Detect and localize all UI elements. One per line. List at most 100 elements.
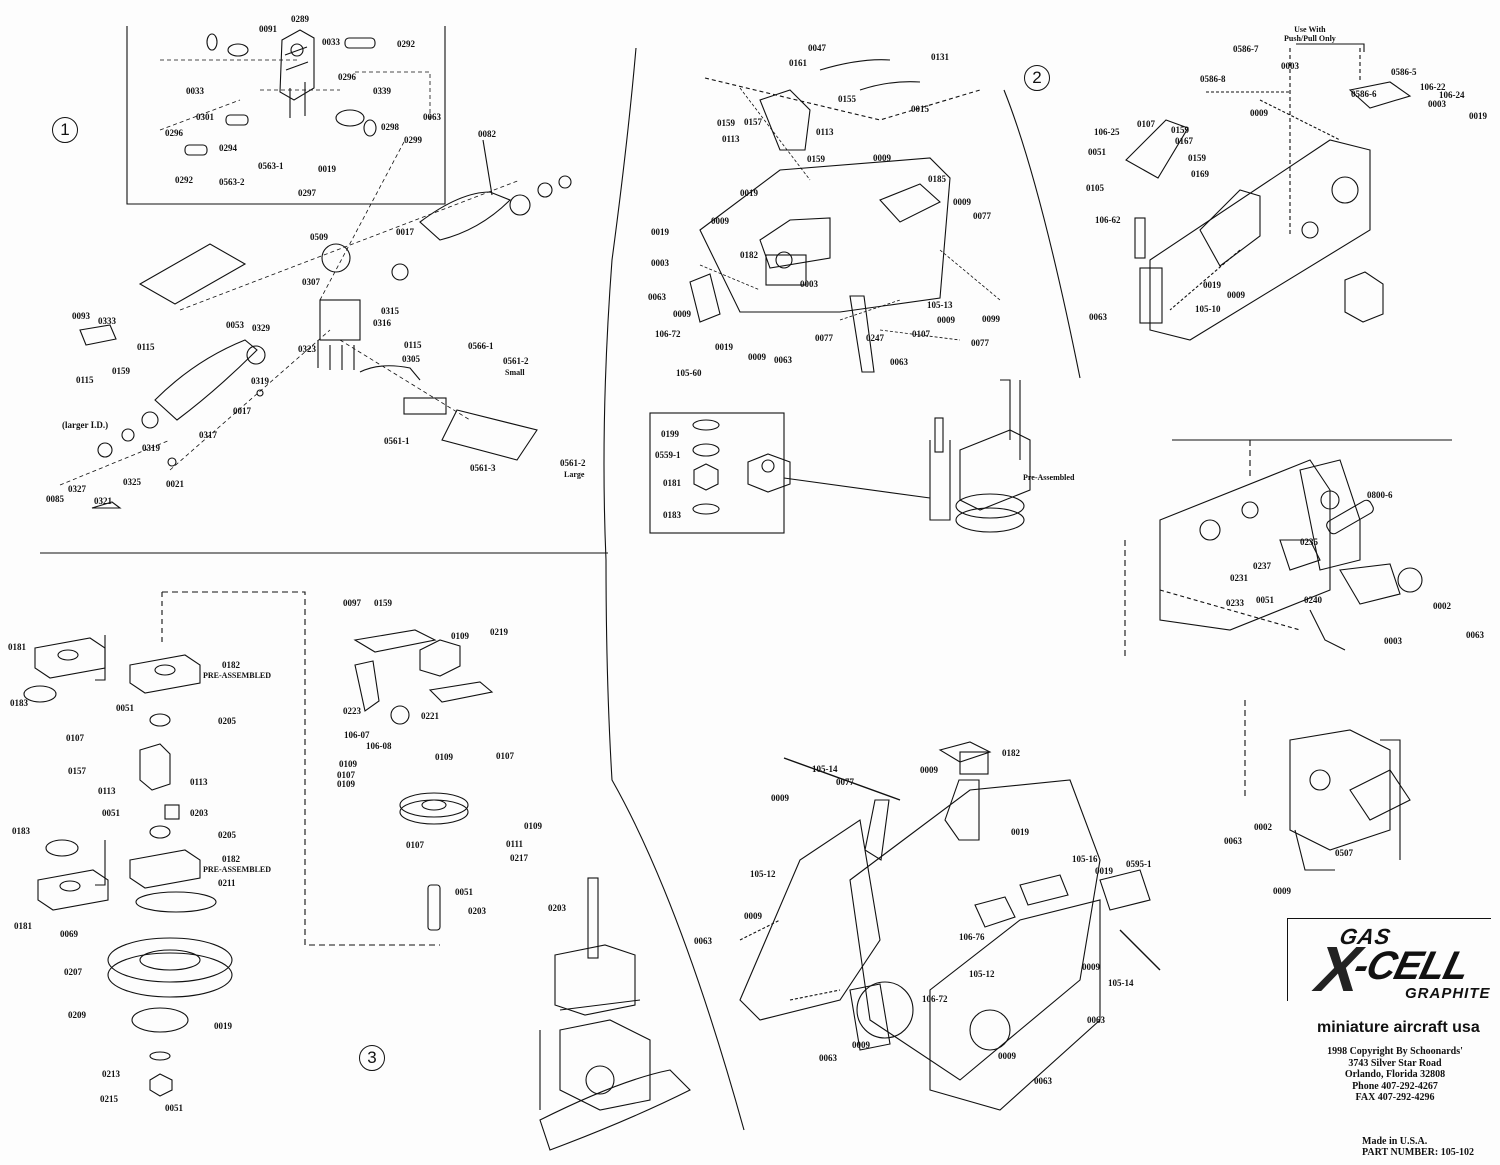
part-label: 0113 — [722, 134, 740, 144]
swashplate-assembly — [353, 629, 494, 931]
part-label: 0292 — [397, 39, 415, 49]
section-divider — [1003, 89, 1081, 379]
part-label: 0021 — [166, 479, 184, 489]
part-label: 0561-1 — [384, 436, 410, 446]
part-label: 0159 — [374, 598, 392, 608]
part-label: 0063 — [423, 112, 441, 122]
part-label: 0113 — [190, 777, 208, 787]
part-label: 0115 — [404, 340, 422, 350]
part-label: 0009 — [873, 153, 891, 163]
part-label: 0231 — [1230, 573, 1248, 583]
part-label: 0019 — [740, 188, 758, 198]
part-label: 0294 — [219, 143, 237, 153]
part-label: 0240 — [1304, 595, 1322, 605]
bearing-block-inset — [692, 419, 931, 515]
main-gear — [107, 937, 233, 983]
part-label: 0203 — [468, 906, 486, 916]
part-label: 0091 — [259, 24, 277, 34]
part-label: 0009 — [744, 911, 762, 921]
blade-grip — [419, 191, 511, 241]
part-label: 105-14 — [812, 764, 838, 774]
part-label: 0586-5 — [1391, 67, 1417, 77]
part-label: 0181 — [8, 642, 26, 652]
throttle-frame-assembly — [1124, 440, 1423, 800]
logo-cell: -CELL — [1349, 944, 1474, 988]
paddle — [138, 243, 247, 305]
part-label: 0063 — [1466, 630, 1484, 640]
part-label: 0507 — [1335, 848, 1353, 858]
part-label: 0319 — [251, 376, 269, 386]
part-label: 0003 — [1428, 99, 1446, 109]
part-label: 0009 — [1250, 108, 1268, 118]
part-label: 0289 — [291, 14, 309, 24]
part-label: 0017 — [396, 227, 414, 237]
part-label: 0159 — [1171, 125, 1189, 135]
phone-line: Phone 407-292-4267 — [1352, 1080, 1438, 1092]
part-label: 0109 — [339, 759, 357, 769]
part-label: 0595-1 — [1126, 859, 1152, 869]
part-label: 0051 — [116, 703, 134, 713]
part-label: 0247 — [866, 333, 884, 343]
part-label: 0069 — [60, 929, 78, 939]
company-info: 1998 Copyright By Schoonards' 3743 Silve… — [1300, 1046, 1490, 1104]
part-label: 0223 — [343, 706, 361, 716]
part-number-text: PART NUMBER: 105-102 — [1362, 1147, 1475, 1158]
part-label: 0159 — [112, 366, 130, 376]
assembly-note: Pre-Assembled — [1023, 473, 1075, 482]
part-label: 0307 — [302, 277, 320, 287]
part-label: 0047 — [808, 43, 826, 53]
part-label: 0009 — [771, 793, 789, 803]
part-label: 0217 — [510, 853, 528, 863]
part-label: 0159 — [1188, 153, 1206, 163]
part-label: 0131 — [931, 52, 949, 62]
part-label: 0063 — [694, 936, 712, 946]
city-line: Orlando, Florida 32808 — [1344, 1069, 1446, 1080]
part-label: 0019 — [318, 164, 336, 174]
part-label: 0051 — [165, 1103, 183, 1113]
part-label: 0333 — [98, 316, 116, 326]
part-label: 0019 — [1011, 827, 1029, 837]
part-label: 0107 — [337, 770, 355, 780]
use-with-line: Use With — [1294, 25, 1326, 34]
part-label: 0325 — [123, 477, 141, 487]
part-label: 0296 — [338, 72, 356, 82]
inset-box — [649, 412, 785, 534]
part-label: 0292 — [175, 175, 193, 185]
part-label: 0099 — [982, 314, 1000, 324]
part-label: 0003 — [1281, 61, 1299, 71]
part-label: 0183 — [12, 826, 30, 836]
use-with-note: Use With Push/Pull Only — [1284, 25, 1336, 43]
part-label: 0109 — [524, 821, 542, 831]
part-label: 0019 — [1095, 866, 1113, 876]
part-label: 0107 — [1137, 119, 1155, 129]
part-label: 106-25 — [1094, 127, 1120, 137]
assembled-gear-stack — [539, 877, 691, 1151]
part-label: 0319 — [142, 443, 160, 453]
section-marker-3: 3 — [359, 1045, 385, 1071]
inset-box — [126, 26, 446, 205]
bellcrank — [759, 89, 811, 151]
part-label: 0009 — [953, 197, 971, 207]
part-label: 0207 — [64, 967, 82, 977]
part-label: 105-13 — [927, 300, 953, 310]
part-label: 0109 — [337, 779, 355, 789]
assembly-note: Small — [505, 368, 525, 377]
part-label: 0209 — [68, 1010, 86, 1020]
part-label: 0107 — [406, 840, 424, 850]
part-label: 0182 — [222, 854, 240, 864]
part-label: 106-72 — [922, 994, 948, 1004]
part-label: 0155 — [838, 94, 856, 104]
part-label: 0296 — [165, 128, 183, 138]
part-label: 0009 — [1227, 290, 1245, 300]
part-label: 0107 — [496, 751, 514, 761]
part-label: 0315 — [381, 306, 399, 316]
part-label: 0327 — [68, 484, 86, 494]
part-label: 0003 — [800, 279, 818, 289]
part-label: 0199 — [661, 429, 679, 439]
part-label: 106-62 — [1095, 215, 1121, 225]
part-label: 0561-3 — [470, 463, 496, 473]
part-label: 0063 — [890, 357, 908, 367]
part-label: 0115 — [137, 342, 155, 352]
part-label: 0183 — [663, 510, 681, 520]
part-label: 0063 — [1089, 312, 1107, 322]
